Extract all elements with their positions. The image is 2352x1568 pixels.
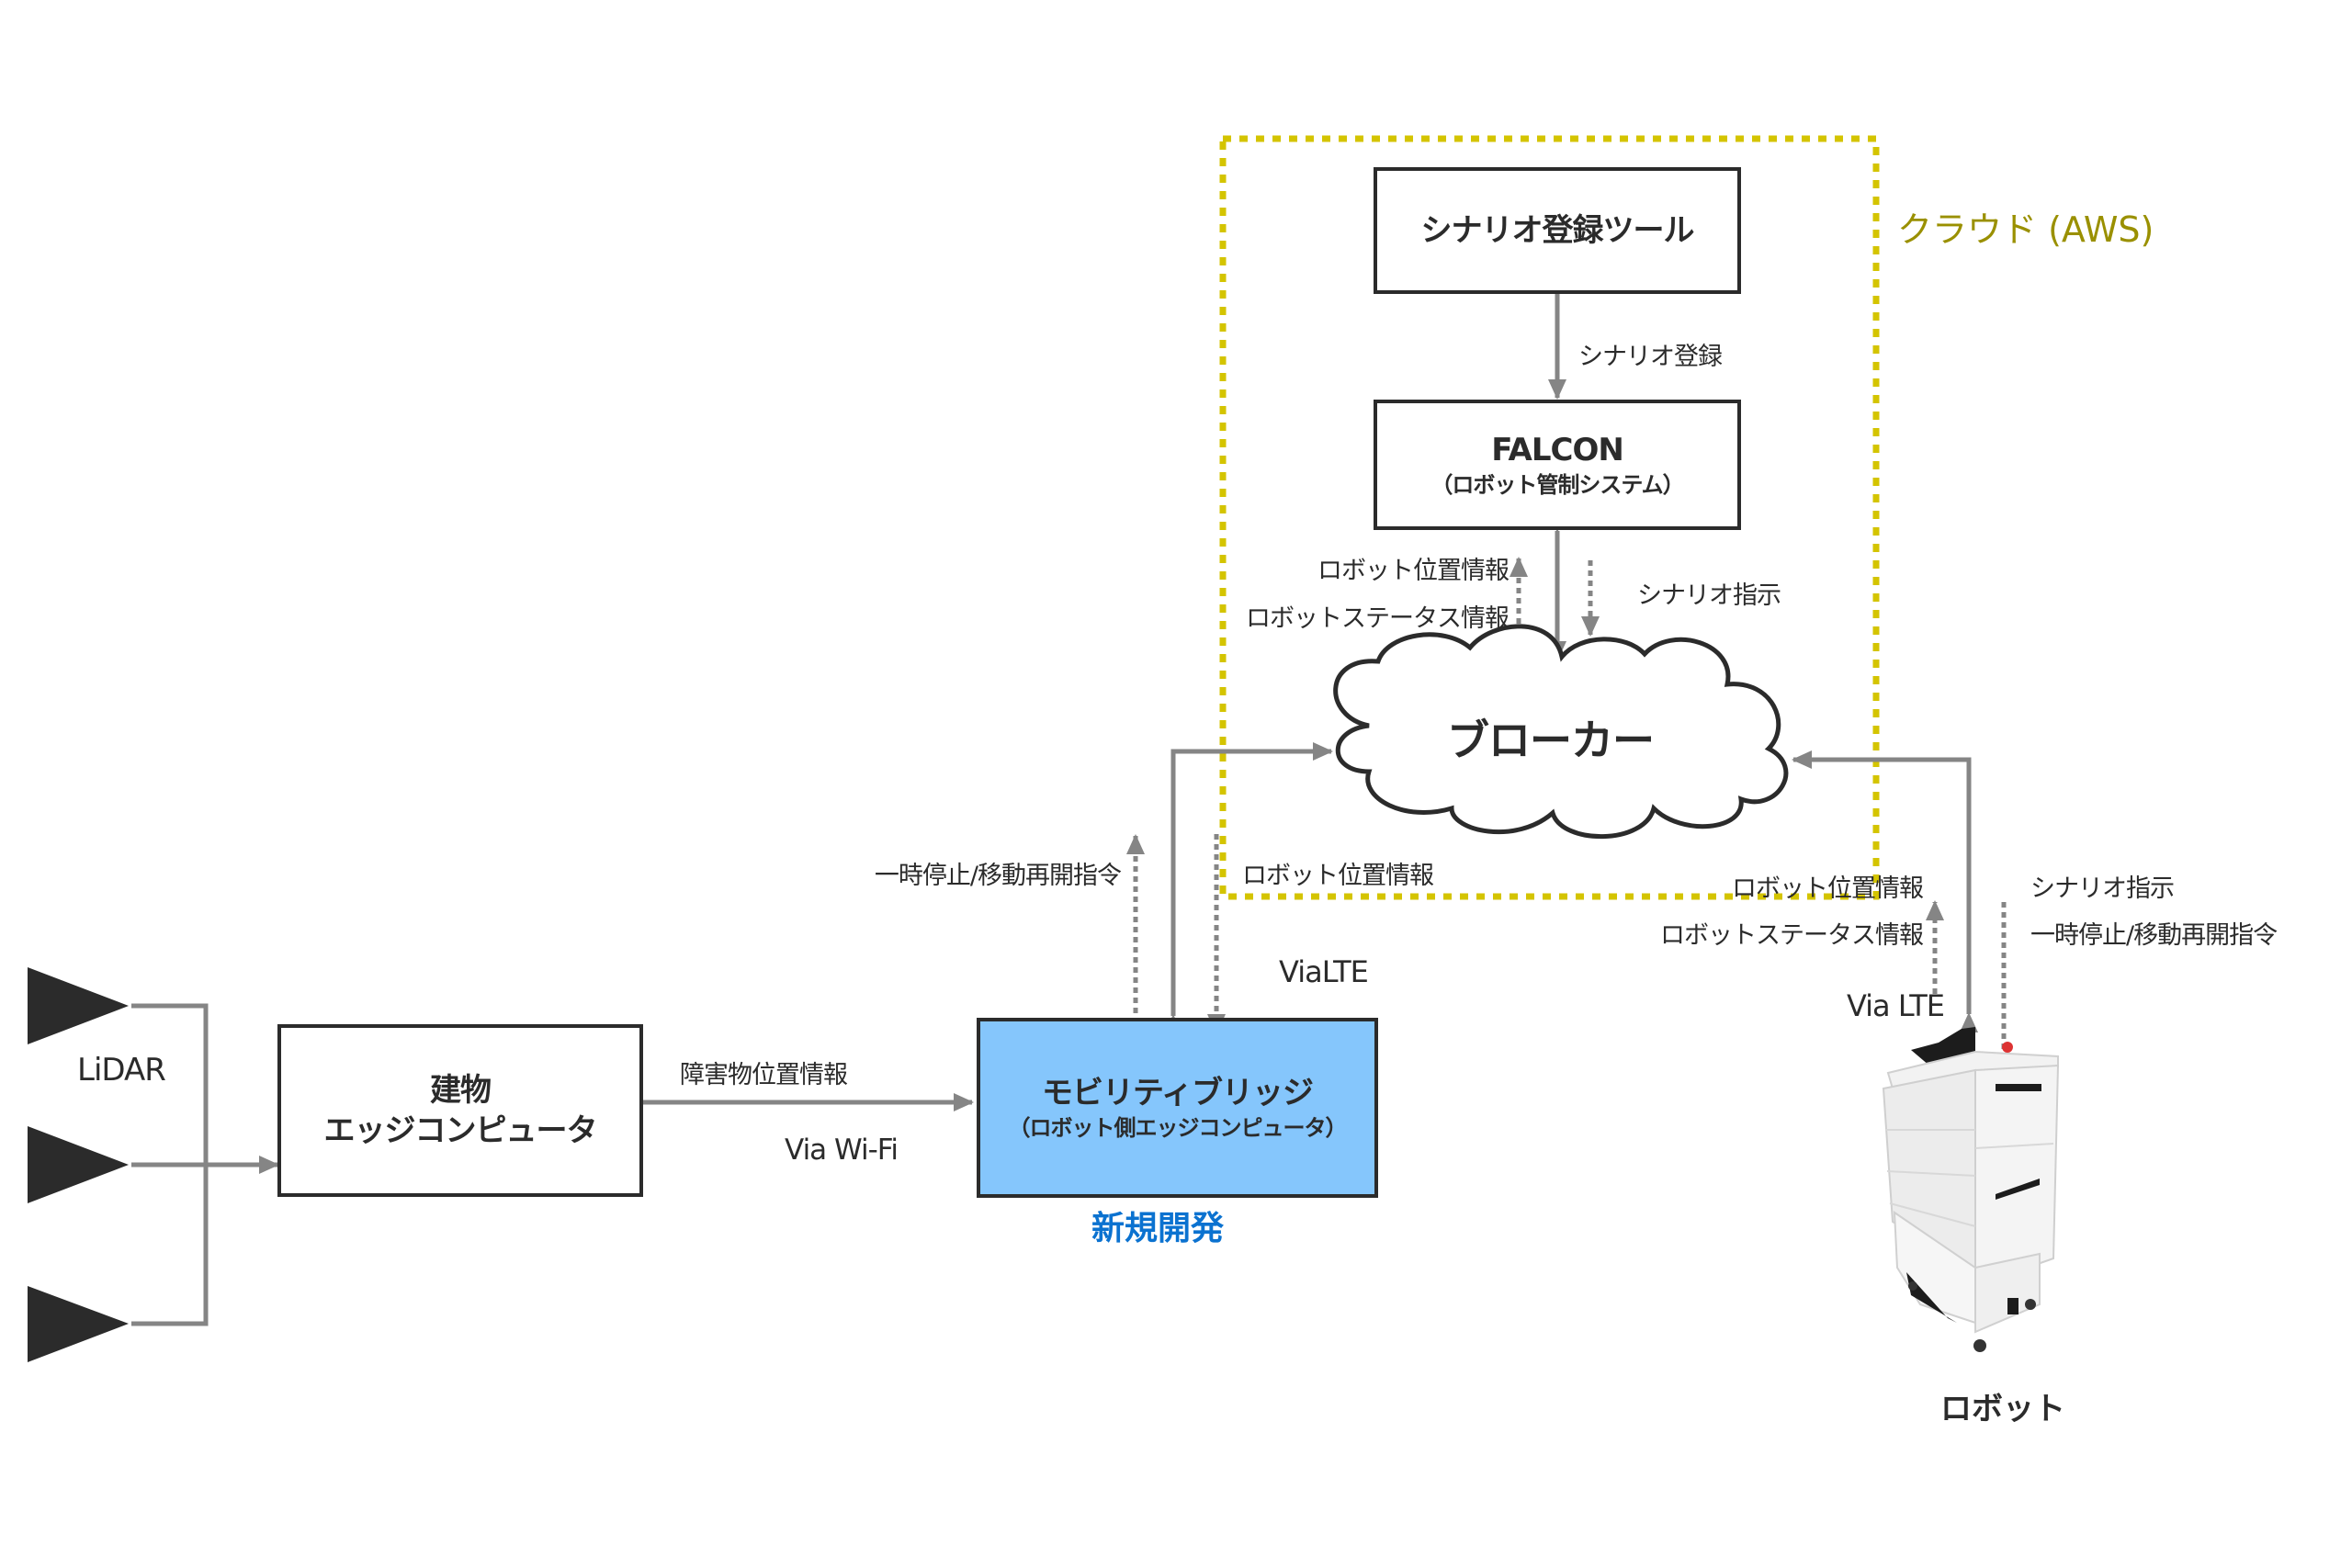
falcon-node[interactable]: FALCON （ロボット管制システム） (1374, 400, 1741, 530)
lidar-sensor-icon (28, 1126, 129, 1203)
robot-via-label: Via LTE (1846, 988, 1945, 1023)
obstacle-position-label: 障害物位置情報 (680, 1061, 848, 1089)
robot-down-label-pause: 一時停止/移動再開指令 (2030, 921, 2278, 950)
building-edge-title-line1: 建物 (430, 1072, 492, 1109)
falcon-up-label-position: ロボット位置情報 (1317, 557, 1510, 585)
robot-label: ロボット (1940, 1391, 2065, 1427)
robot-image (1882, 1027, 2060, 1352)
bridge-via-label: ViaLTE (1279, 954, 1369, 989)
cloud-aws-boundary (1219, 135, 1880, 900)
wifi-via-label: Via Wi-Fi (785, 1134, 899, 1167)
scenario-tool-title: シナリオ登録ツール (1420, 212, 1695, 249)
falcon-down-label-scenario: シナリオ指示 (1637, 581, 1781, 610)
bridge-down-label: ロボット位置情報 (1242, 862, 1434, 890)
mobility-bridge-subtitle: （ロボット側エッジコンピュータ） (1008, 1115, 1348, 1141)
scenario-register-label: シナリオ登録 (1578, 343, 1723, 371)
bridge-up-label: 一時停止/移動再開指令 (874, 862, 1122, 890)
building-edge-title-line2: エッジコンピュータ (323, 1112, 598, 1149)
cloud-aws-label: クラウド (AWS) (1897, 209, 2154, 250)
lidar-label: LiDAR (77, 1052, 166, 1089)
mobility-bridge-title: モビリティブリッジ (1042, 1075, 1314, 1111)
building-edge-node[interactable]: 建物 エッジコンピュータ (277, 1024, 643, 1197)
robot-down-label-scenario: シナリオ指示 (2030, 874, 2175, 903)
scenario-tool-node[interactable]: シナリオ登録ツール (1374, 167, 1741, 294)
robot-broker-connector (1792, 750, 1978, 1032)
bridge-broker-connector (1164, 742, 1333, 1034)
robot-up-label-status: ロボットステータス情報 (1660, 921, 1924, 950)
broker-cloud-icon (1333, 624, 1789, 840)
lidar-sensor-icon (28, 1286, 129, 1362)
lidar-sensor-icon (28, 967, 129, 1044)
new-development-badge: 新規開発 (1091, 1210, 1225, 1247)
broker-title[interactable]: ブローカー (1447, 716, 1655, 765)
falcon-subtitle: （ロボット管制システム） (1430, 472, 1684, 498)
falcon-title: FALCON (1491, 432, 1624, 468)
falcon-up-label-status: ロボットステータス情報 (1246, 604, 1510, 633)
robot-up-label-position: ロボット位置情報 (1732, 874, 1924, 903)
mobility-bridge-node[interactable]: モビリティブリッジ （ロボット側エッジコンピュータ） (977, 1018, 1378, 1198)
